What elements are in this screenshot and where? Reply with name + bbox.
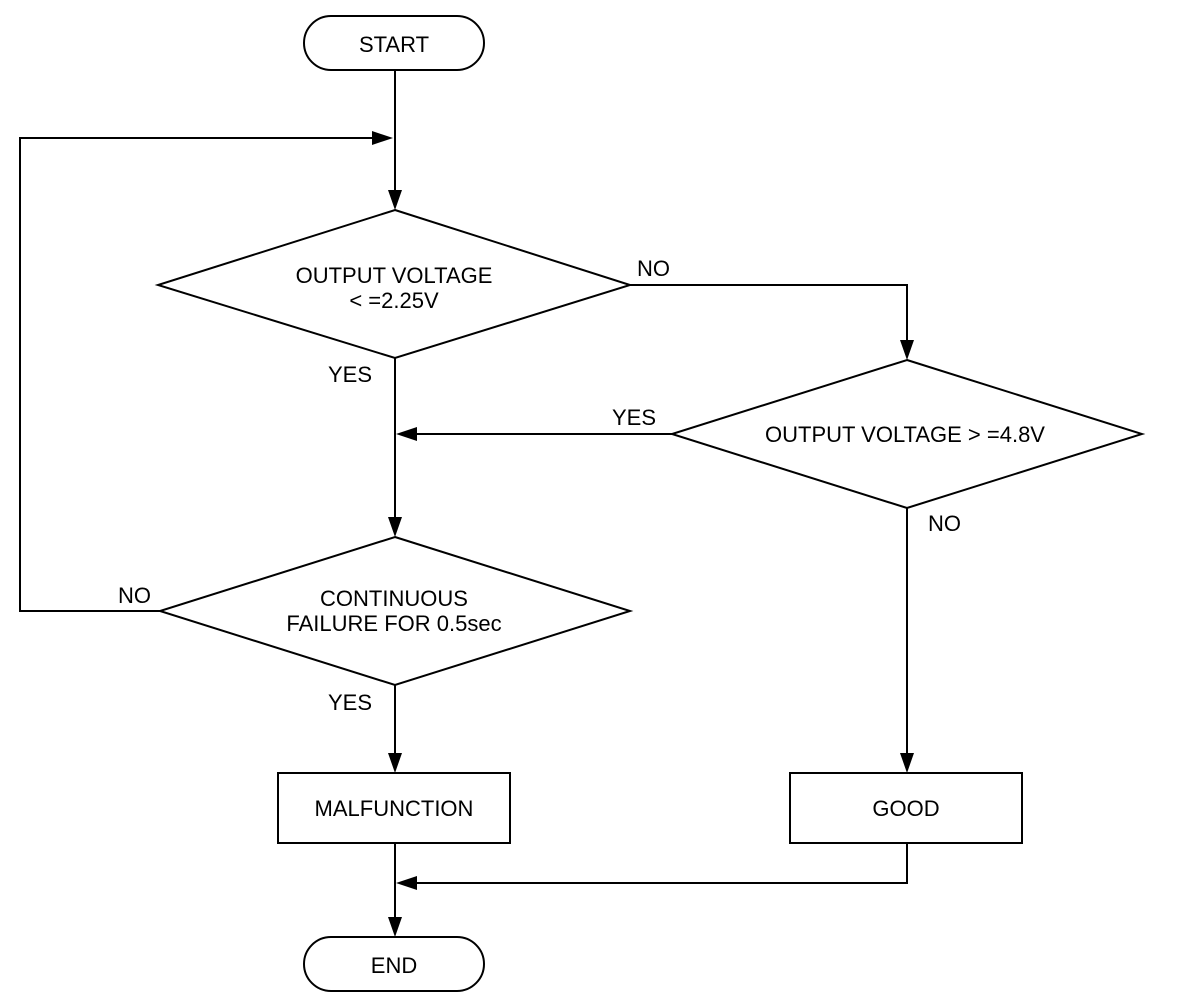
arrowhead-to-good <box>900 753 914 773</box>
decision-continuous-line1: CONTINUOUS <box>320 586 468 611</box>
edge-label-continuous-no: NO <box>118 583 151 608</box>
end-node: END <box>303 936 485 992</box>
arrowhead-to-decision-continuous <box>388 517 402 537</box>
arrowhead-to-end <box>388 917 402 937</box>
decision-high-voltage: OUTPUT VOLTAGE > =4.8V <box>668 358 1146 510</box>
good-node: GOOD <box>789 772 1023 844</box>
malfunction-label: MALFUNCTION <box>315 796 474 821</box>
decision-low-line1: OUTPUT VOLTAGE <box>296 263 493 288</box>
edge-label-high-no: NO <box>928 511 961 536</box>
arrowhead-to-malfunction <box>388 753 402 773</box>
arrowhead-high-yes-merge <box>396 427 417 441</box>
arrowhead-loop-merge <box>372 131 393 145</box>
decision-low-line2: < =2.25V <box>349 288 439 313</box>
edge-label-continuous-yes: YES <box>328 690 372 715</box>
start-label: START <box>359 32 429 57</box>
end-label: END <box>371 953 417 978</box>
start-node: START <box>303 15 485 71</box>
decision-low-voltage: OUTPUT VOLTAGE < =2.25V <box>154 208 634 360</box>
arrowhead-to-decision-low <box>388 190 402 210</box>
arrowhead-to-decision-high <box>900 340 914 360</box>
decision-continuous-line2: FAILURE FOR 0.5sec <box>286 611 501 636</box>
decision-high-label: OUTPUT VOLTAGE > =4.8V <box>765 422 1045 447</box>
connector-low-no <box>630 284 908 343</box>
edge-label-low-yes: YES <box>328 362 372 387</box>
connector-good-merge <box>414 843 908 884</box>
edge-label-low-no: NO <box>637 256 670 281</box>
malfunction-node: MALFUNCTION <box>277 772 511 844</box>
arrowhead-good-merge <box>396 876 417 890</box>
edge-label-high-yes: YES <box>612 405 656 430</box>
decision-continuous-failure: CONTINUOUS FAILURE FOR 0.5sec <box>156 535 634 687</box>
connector-loop-back <box>19 137 372 612</box>
good-label: GOOD <box>872 796 939 821</box>
